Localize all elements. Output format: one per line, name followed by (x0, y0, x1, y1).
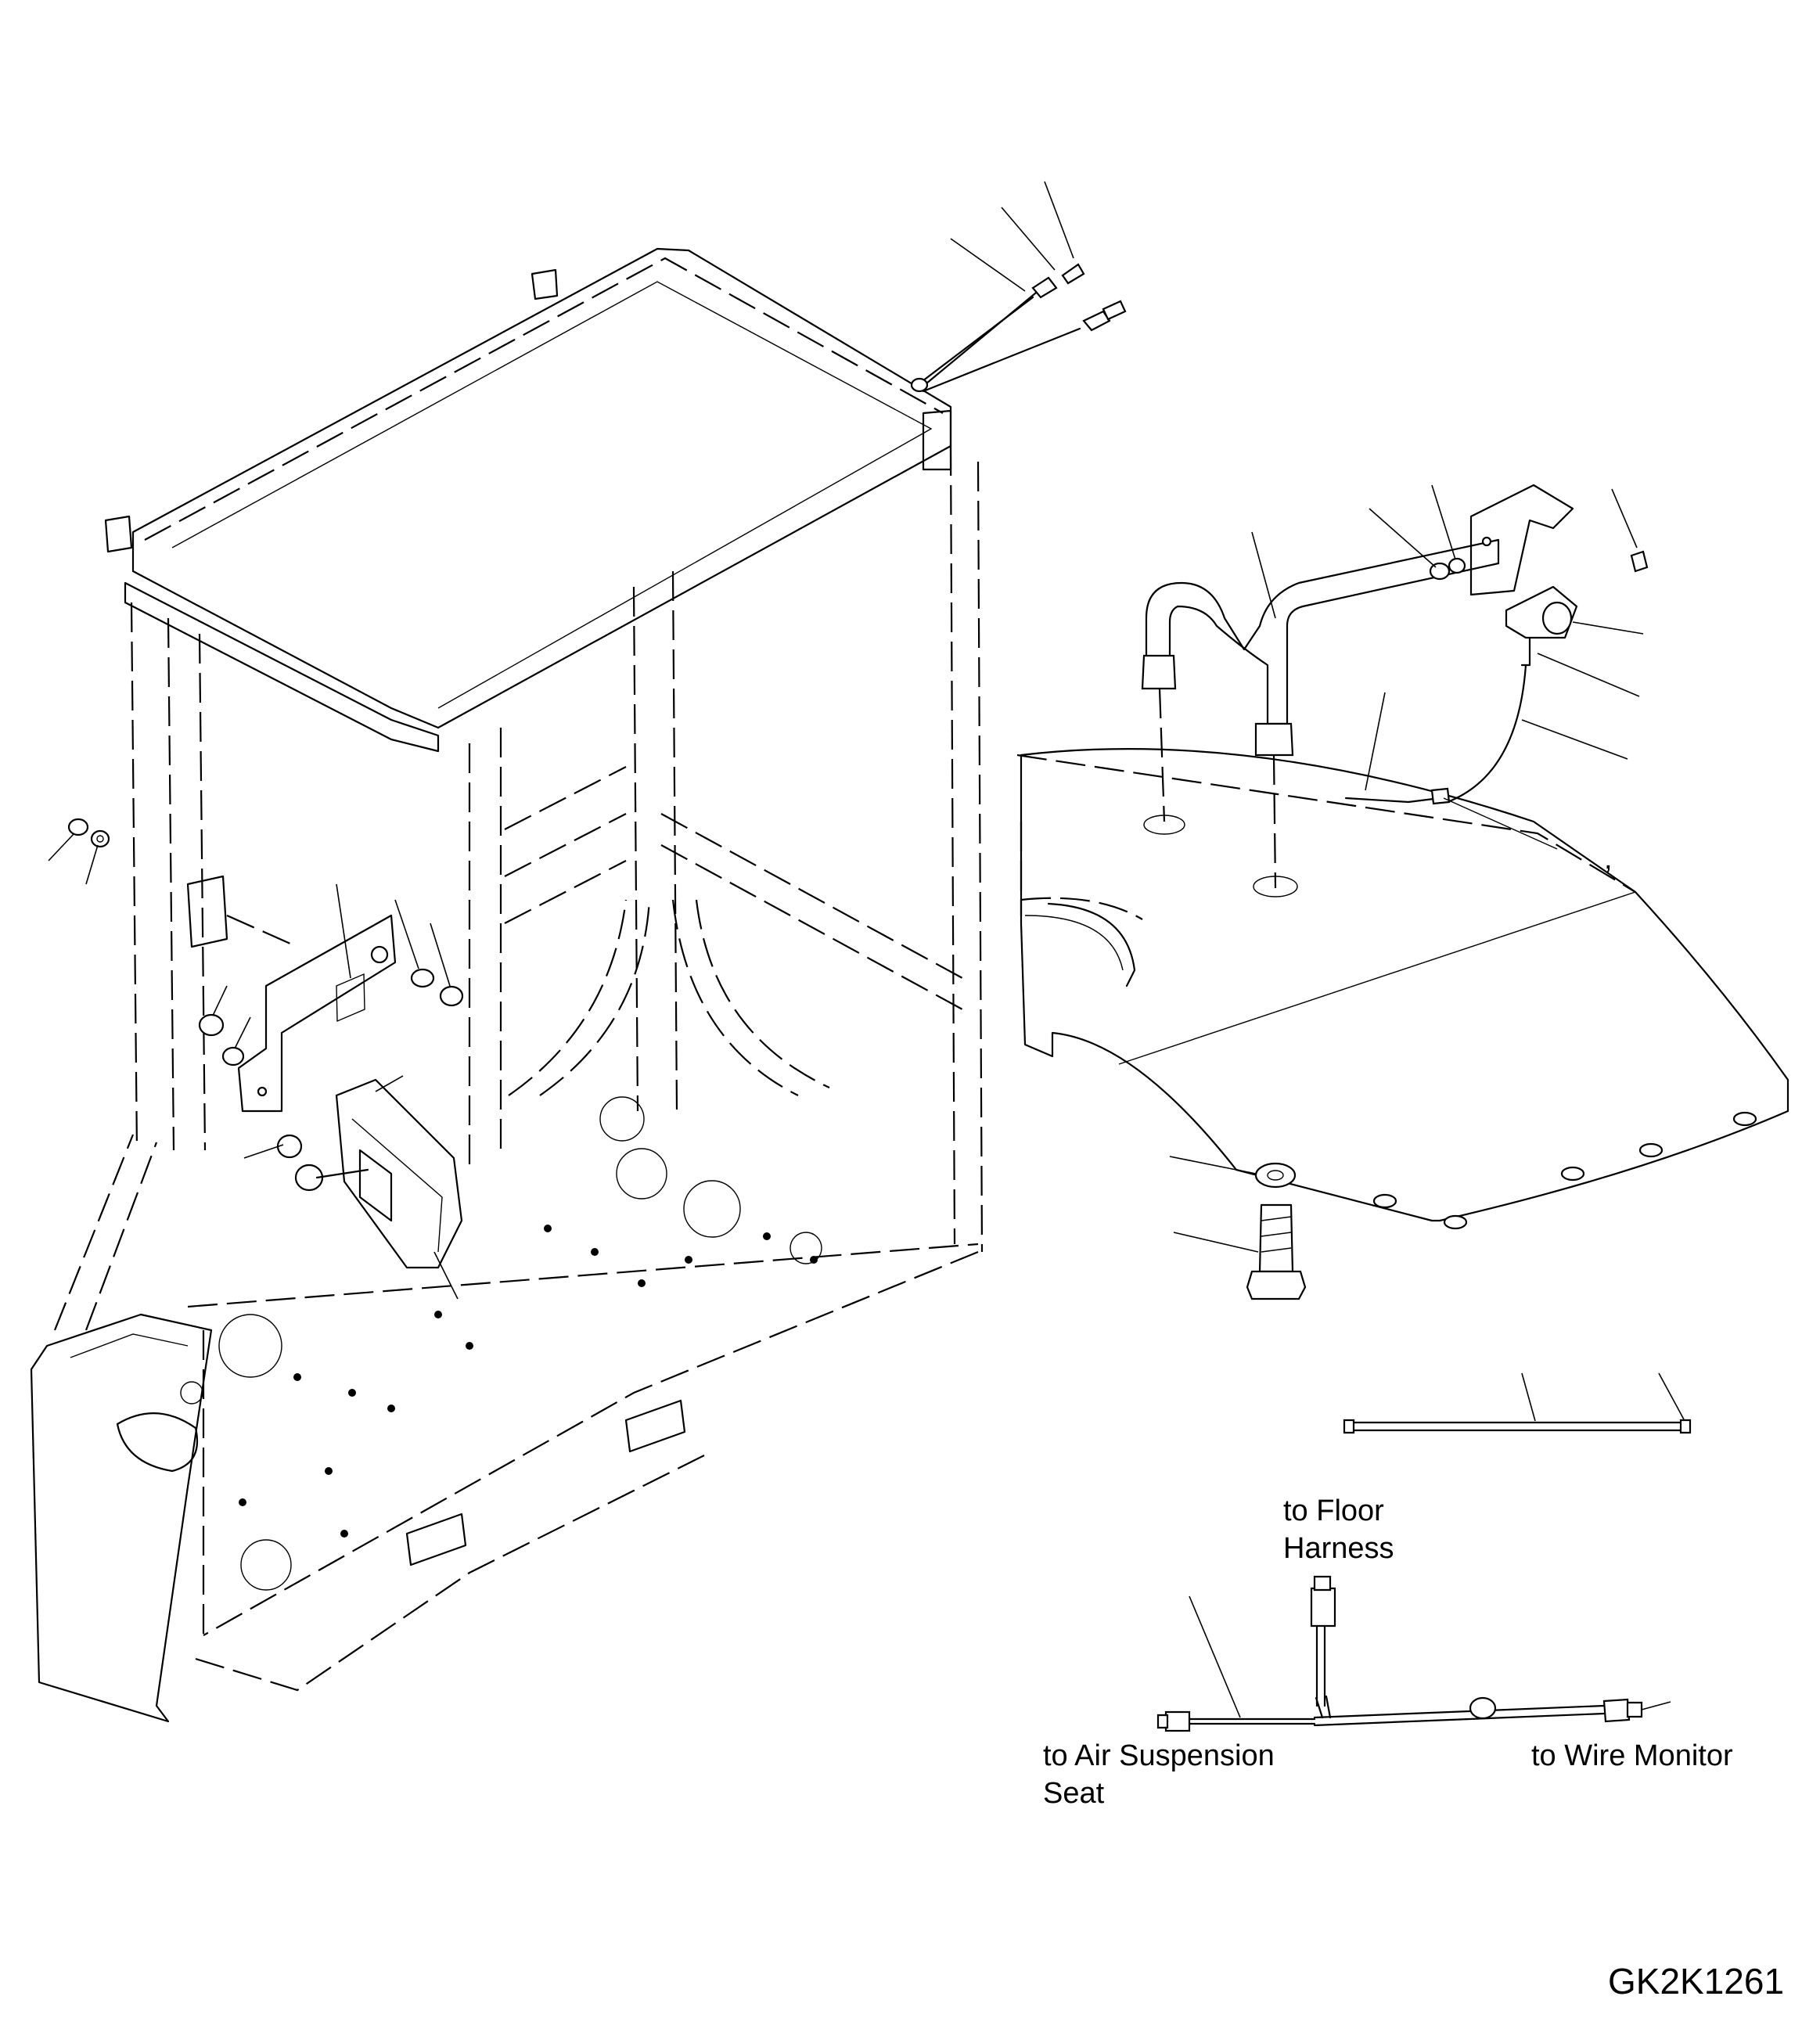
floor-mat-assembly: , (1016, 484, 1789, 1230)
rod (1343, 1372, 1692, 1434)
switch-bracket-assembly (48, 818, 464, 1300)
label-to-floor-harness: to Floor Harness (1283, 1492, 1394, 1567)
figure-code: GK2K1261 (1608, 1961, 1785, 2002)
top-wire-connectors (910, 181, 1127, 393)
harness (1156, 1575, 1671, 1732)
label-to-wire-monitor: to Wire Monitor (1531, 1739, 1733, 1772)
label-to-air-suspension-seat: to Air Suspension Seat (1043, 1737, 1275, 1812)
cab-frame (30, 247, 984, 1723)
label-line-1: to Air Suspension (1043, 1739, 1275, 1772)
washer-bolt (1169, 1156, 1307, 1300)
label-line-1: to Floor (1283, 1494, 1384, 1527)
label-line-2: Harness (1283, 1532, 1394, 1565)
label-line-2: Seat (1043, 1777, 1105, 1810)
callout-mark: , (1604, 843, 1613, 876)
